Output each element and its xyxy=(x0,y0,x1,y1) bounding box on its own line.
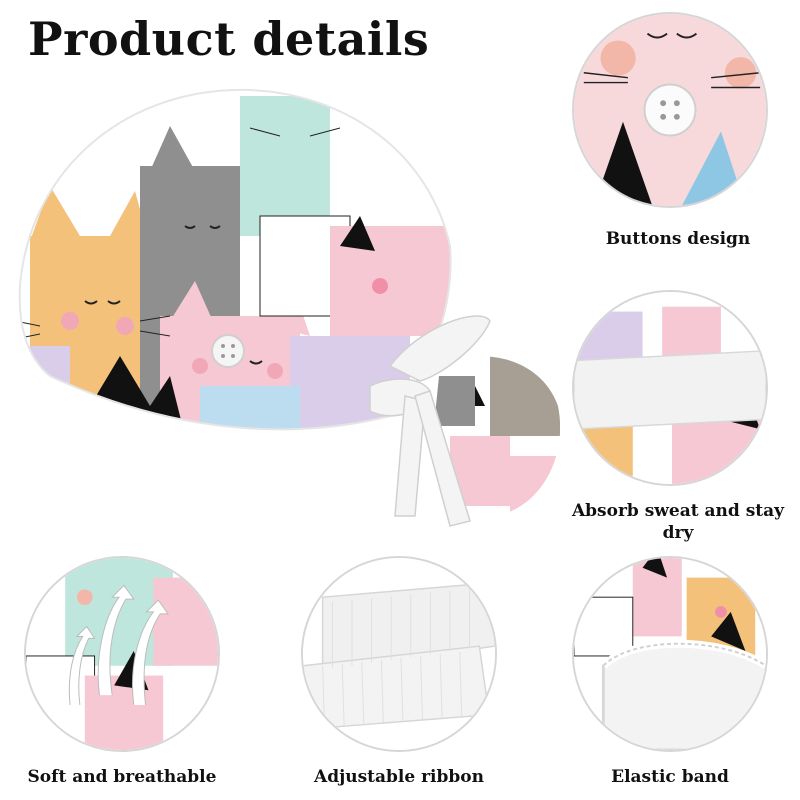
elastic-band-image xyxy=(574,558,766,750)
page-title: Product details xyxy=(28,12,430,66)
detail-circle-buttons xyxy=(572,12,768,208)
breathable-fabric-image xyxy=(26,558,218,750)
detail-circle-breathable xyxy=(24,556,220,752)
sweatband-closeup-image xyxy=(574,292,766,484)
caption-soft-breathable: Soft and breathable xyxy=(27,767,217,787)
caption-adjustable-ribbon: Adjustable ribbon xyxy=(314,767,484,787)
button-closeup-image xyxy=(574,14,766,206)
detail-circle-sweatband xyxy=(572,290,768,486)
caption-absorb-sweat: Absorb sweat and stay dry xyxy=(568,500,788,544)
caption-elastic-band: Elastic band xyxy=(611,767,729,787)
ribbon-closeup-image xyxy=(303,558,495,750)
scrub-cap-illustration xyxy=(18,88,561,527)
detail-circle-ribbon xyxy=(301,556,497,752)
caption-absorb-sweat-text: Absorb sweat and stay dry xyxy=(571,501,785,543)
scrub-cap-product-image xyxy=(10,76,570,536)
detail-circle-elastic xyxy=(572,556,768,752)
caption-buttons-design: Buttons design xyxy=(605,229,751,249)
